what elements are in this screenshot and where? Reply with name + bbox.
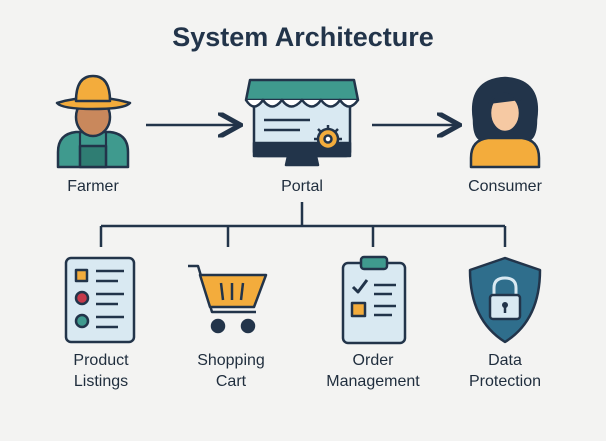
listing-icon bbox=[64, 256, 136, 344]
order-management-label: Order Management bbox=[313, 350, 433, 392]
data-protection-label: Data Protection bbox=[450, 350, 560, 392]
data-protection-label-line2: Protection bbox=[468, 373, 542, 390]
cart-icon bbox=[188, 264, 268, 334]
product-listings-label: Product Listings bbox=[46, 350, 156, 392]
farmer-label: Farmer bbox=[67, 178, 119, 195]
order-management-label-line2: Management bbox=[326, 373, 420, 390]
diagram-title: System Architecture bbox=[172, 22, 434, 52]
portal-storefront-icon bbox=[244, 78, 360, 167]
order-management-label-line1: Order bbox=[352, 352, 394, 369]
product-listings-label-line1: Product bbox=[73, 352, 129, 369]
portal-label: Portal bbox=[281, 178, 323, 195]
consumer-label: Consumer bbox=[468, 178, 542, 195]
shield-lock-icon bbox=[468, 256, 542, 344]
product-listings-label-line2: Listings bbox=[73, 373, 129, 390]
consumer-icon bbox=[469, 76, 541, 169]
clipboard-icon bbox=[341, 255, 407, 345]
farmer-icon bbox=[55, 74, 132, 169]
shopping-cart-label-line2: Cart bbox=[215, 373, 247, 390]
shopping-cart-label: Shopping Cart bbox=[176, 350, 286, 392]
shopping-cart-label-line1: Shopping bbox=[197, 352, 265, 369]
data-protection-label-line1: Data bbox=[488, 352, 522, 369]
tree-connector bbox=[99, 202, 507, 247]
